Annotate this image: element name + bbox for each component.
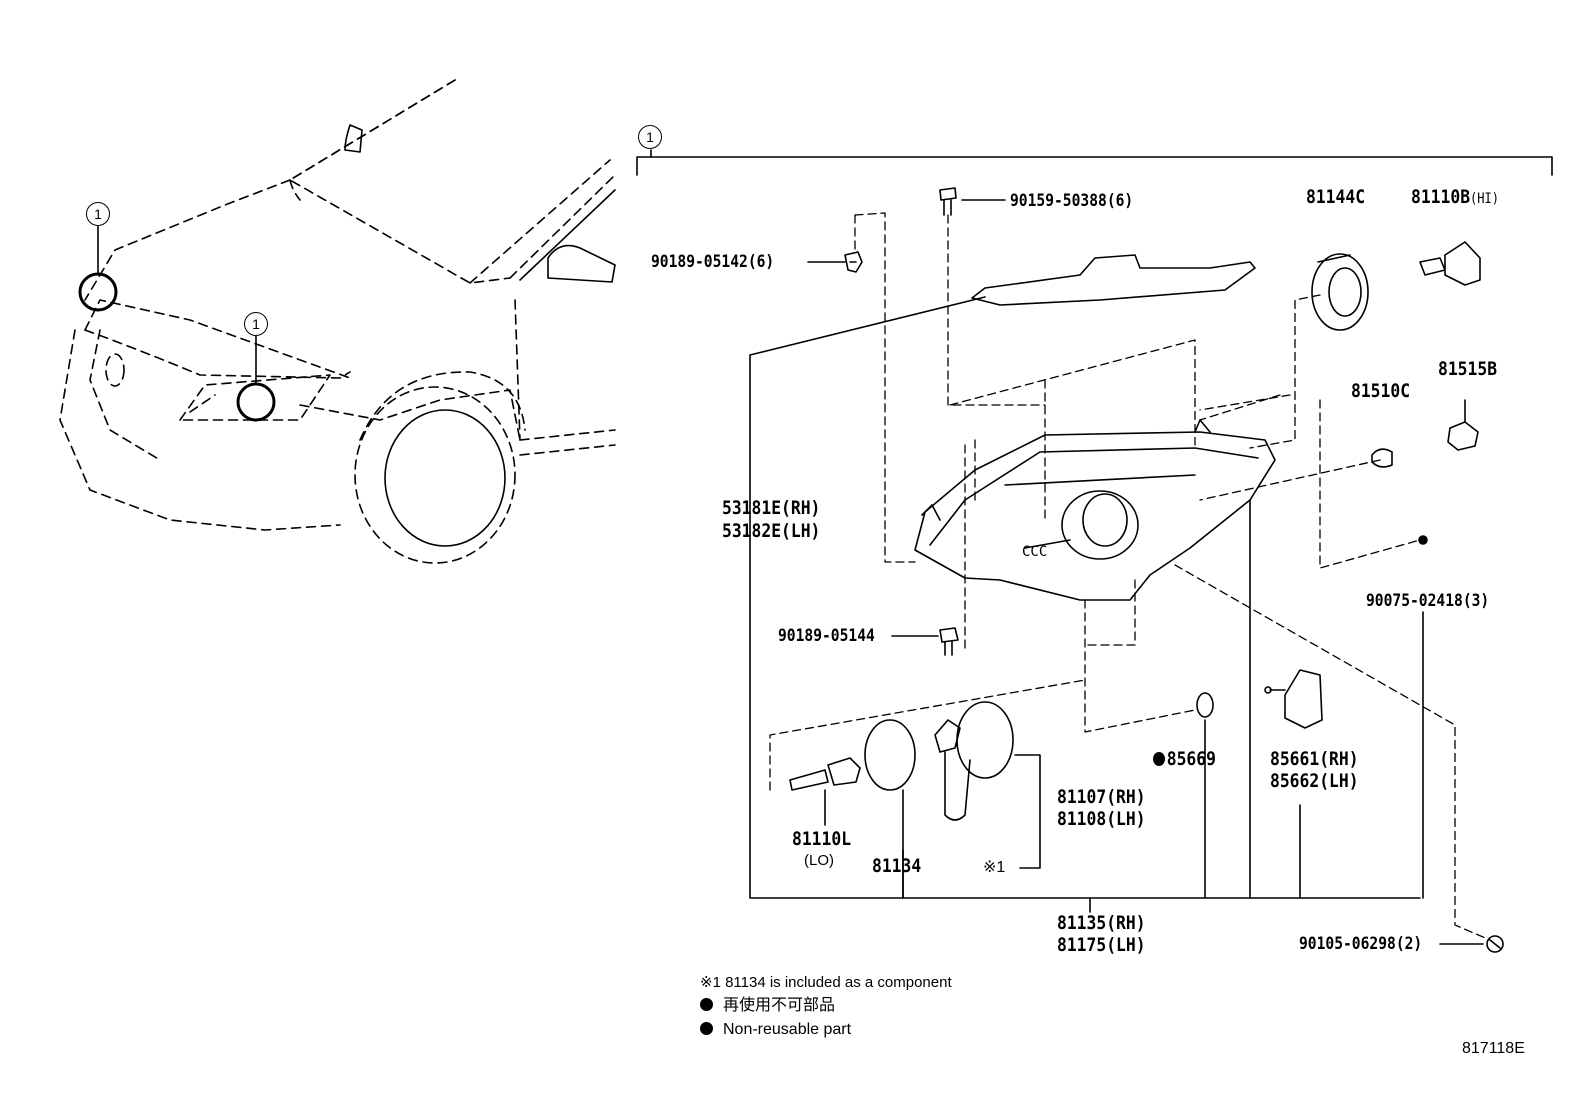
label-85669: 85669 xyxy=(1153,748,1216,770)
non-reusable-bullet-icon xyxy=(700,998,713,1011)
label-53182E: 53182E(LH) xyxy=(722,520,821,542)
label-90075-02418: 90075-02418(3) xyxy=(1366,591,1490,611)
nut-icon xyxy=(1418,535,1428,545)
label-85669-number: 85669 xyxy=(1166,748,1216,770)
small-bulb-icon xyxy=(1371,448,1393,468)
label-81135: 81135(RH) xyxy=(1057,912,1146,934)
label-81110L-note: (LO) xyxy=(804,852,834,869)
guide-lines xyxy=(769,212,1491,941)
hi-beam-bulb-icon xyxy=(1419,241,1481,286)
label-81175: 81175(LH) xyxy=(1057,934,1146,956)
note-included-component: ※1 81134 is included as a component xyxy=(700,974,952,991)
non-reusable-bullet-icon xyxy=(1153,752,1166,766)
diagram-code: 817118E xyxy=(1462,1040,1525,1057)
seal-ring-icon xyxy=(1196,692,1214,718)
svg-text:CCC: CCC xyxy=(1022,544,1047,560)
screw-icon xyxy=(1486,935,1504,953)
label-90159-50388: 90159-50388(6) xyxy=(1010,191,1134,211)
label-81515B: 81515B xyxy=(1438,358,1498,380)
label-81110B-number: 81110B xyxy=(1411,186,1471,208)
label-90189-05144: 90189-05144 xyxy=(778,626,875,646)
o-ring-icon xyxy=(864,719,916,791)
label-85661: 85661(RH) xyxy=(1270,748,1359,770)
label-81134: 81134 xyxy=(872,855,922,877)
label-81144C: 81144C xyxy=(1306,186,1366,208)
car-front-illustration xyxy=(59,79,616,531)
callout-1-grille: 1 xyxy=(86,202,110,226)
assembly-bracket xyxy=(636,156,1553,176)
front-wheel-illustration xyxy=(354,371,526,564)
note-non-reusable-en: Non-reusable part xyxy=(700,1020,851,1040)
note-jp-text: 再使用不可部品 xyxy=(723,997,836,1014)
label-53181E: 53181E(RH) xyxy=(722,497,821,519)
label-81110L: 81110L xyxy=(792,828,852,850)
headlamp-housing: CCC xyxy=(914,419,1276,601)
label-85662: 85662(LH) xyxy=(1270,770,1359,792)
callout-1-headlamp: 1 xyxy=(244,312,268,336)
lo-beam-bulb-icon xyxy=(789,757,861,791)
leader-lines xyxy=(749,199,1484,945)
leveling-motor-icon xyxy=(1264,669,1323,729)
screw-icon xyxy=(939,627,959,656)
non-reusable-bullet-icon xyxy=(700,1022,713,1035)
label-90105-06298: 90105-06298(2) xyxy=(1299,934,1423,954)
headlamp-top-cover xyxy=(971,254,1256,306)
label-81110B: 81110B(HI) xyxy=(1411,186,1499,210)
lamp-cover-icon xyxy=(934,701,1014,821)
screw-icon xyxy=(939,187,957,216)
note-non-reusable-jp: 再使用不可部品 xyxy=(700,996,835,1016)
highlight-circle-headlamp xyxy=(236,382,276,422)
clip-icon xyxy=(844,251,863,273)
label-81110B-note: (HI) xyxy=(1470,191,1500,207)
label-81107: 81107(RH) xyxy=(1057,786,1146,808)
bulb-cover-icon xyxy=(1311,253,1369,331)
note-en-text: Non-reusable part xyxy=(723,1021,852,1038)
highlight-circle-grille xyxy=(78,272,118,312)
label-note1-ref: ※1 xyxy=(983,859,1006,876)
callout-1-assembly: 1 xyxy=(638,125,662,149)
socket-icon xyxy=(1447,399,1479,451)
label-90189-05142: 90189-05142(6) xyxy=(651,252,775,272)
label-81510C: 81510C xyxy=(1351,380,1411,402)
label-81108: 81108(LH) xyxy=(1057,808,1146,830)
